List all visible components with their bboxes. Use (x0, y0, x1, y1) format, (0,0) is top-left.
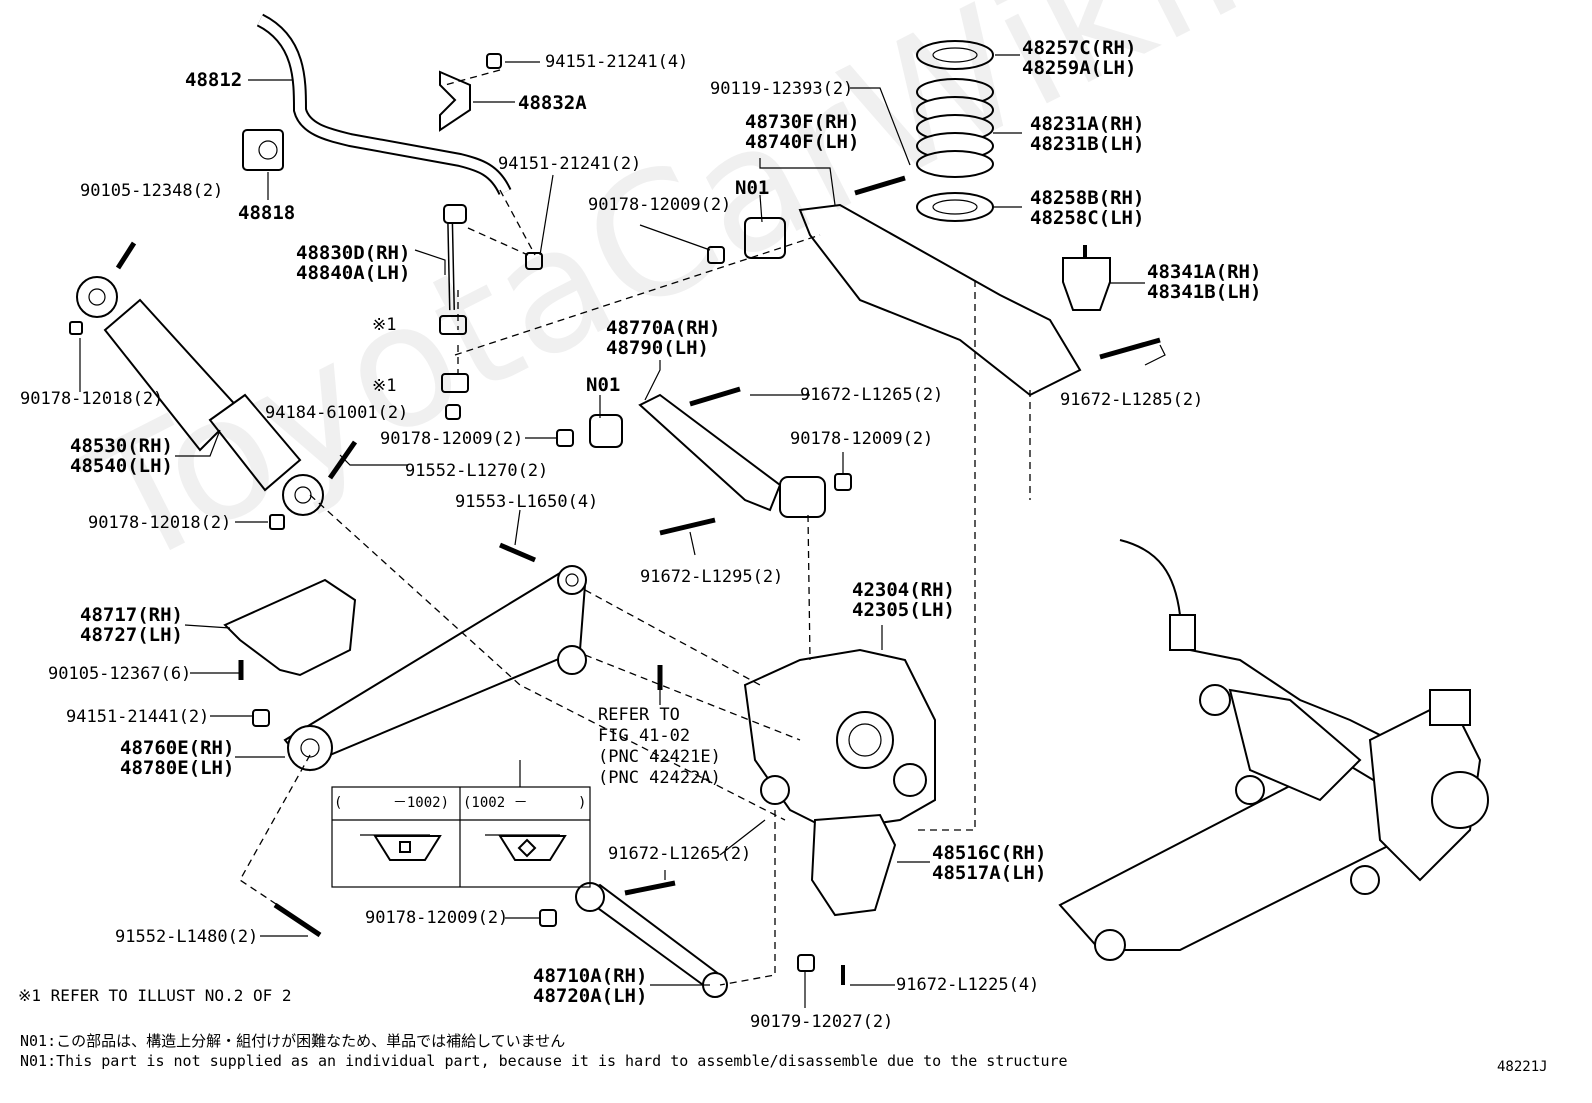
coil-spring (916, 40, 994, 222)
label-91552-L1480[interactable]: 91552-L1480(2) (115, 927, 259, 947)
label-90178-12009-b[interactable]: 90178-12009(2) (588, 195, 732, 215)
label-90178-12018-a[interactable]: 90178-12018(2) (20, 389, 164, 409)
label-48516C[interactable]: 48516C(RH) (932, 842, 1047, 864)
label-90178-12009-d[interactable]: 90178-12009(2) (365, 908, 509, 928)
label-48832A[interactable]: 48832A (518, 92, 587, 114)
label-48730F[interactable]: 48730F(RH) (745, 111, 860, 133)
stabilizer-bushing (242, 129, 284, 171)
label-91672-L1295[interactable]: 91672-L1295(2) (640, 567, 784, 587)
refer-line-3: (PNC 42421E) (598, 747, 721, 767)
label-94184-61001[interactable]: 94184-61001(2) (265, 403, 409, 423)
label-48812[interactable]: 48812 (185, 69, 243, 91)
label-N01-a: N01 (735, 177, 770, 199)
label-91672-L1225[interactable]: 91672-L1225(4) (896, 975, 1040, 995)
label-48818[interactable]: 48818 (238, 202, 296, 224)
stabilizer-bracket (439, 70, 471, 132)
refer-line-2: FIG 41-02 (598, 726, 691, 746)
label-48341B[interactable]: 48341B(LH) (1147, 281, 1262, 303)
label-94151-21241-2[interactable]: 94151-21241(2) (498, 154, 642, 174)
label-90179-12027[interactable]: 90179-12027(2) (750, 1012, 894, 1032)
inset-header-after: (1002 － ) (463, 795, 587, 811)
label-48770A[interactable]: 48770A(RH) (606, 317, 721, 339)
label-48257C[interactable]: 48257C(RH) (1022, 37, 1137, 59)
label-star1-a: ※1 (372, 315, 397, 335)
spring-lower-bracket (810, 813, 897, 917)
label-91672-L1285[interactable]: 91672-L1285(2) (1060, 390, 1204, 410)
label-48780E[interactable]: 48780E(LH) (120, 757, 235, 779)
label-91672-L1265-a[interactable]: 91672-L1265(2) (800, 385, 944, 405)
label-48740F[interactable]: 48740F(LH) (745, 131, 860, 153)
label-90178-12009-a[interactable]: 90178-12009(2) (380, 429, 524, 449)
label-48258C[interactable]: 48258C(LH) (1030, 207, 1145, 229)
label-91672-L1265-b[interactable]: 91672-L1265(2) (608, 844, 752, 864)
label-48710A[interactable]: 48710A(RH) (533, 965, 648, 987)
label-48760E[interactable]: 48760E(RH) (120, 737, 235, 759)
refer-line-1: REFER TO (598, 705, 680, 725)
label-90105-12348[interactable]: 90105-12348(2) (80, 181, 224, 201)
inset-header-before: ( －1002) (334, 795, 450, 811)
label-star1-b: ※1 (372, 376, 397, 396)
label-48530[interactable]: 48530(RH) (70, 435, 173, 457)
label-90178-12018-b[interactable]: 90178-12018(2) (88, 513, 232, 533)
label-48259A[interactable]: 48259A(LH) (1022, 57, 1137, 79)
assembled-view (1058, 539, 1489, 961)
label-90105-12367[interactable]: 90105-12367(6) (48, 664, 192, 684)
shock-absorber (76, 276, 324, 516)
star-note: ※1 REFER TO ILLUST NO.2 OF 2 (18, 986, 292, 1005)
label-48517A[interactable]: 48517A(LH) (932, 862, 1047, 884)
label-48341A[interactable]: 48341A(RH) (1147, 261, 1262, 283)
upper-control-arm (798, 203, 1082, 397)
lower-arm-bracket (223, 578, 357, 677)
bump-stopper (1062, 257, 1111, 311)
label-90119-12393[interactable]: 90119-12393(2) (710, 79, 854, 99)
label-48258B[interactable]: 48258B(RH) (1030, 187, 1145, 209)
label-94151-21441[interactable]: 94151-21441(2) (66, 707, 210, 727)
label-48720A[interactable]: 48720A(LH) (533, 985, 648, 1007)
label-N01-b: N01 (586, 374, 621, 396)
label-48727[interactable]: 48727(LH) (80, 624, 183, 646)
label-90178-12009-c[interactable]: 90178-12009(2) (790, 429, 934, 449)
label-42304[interactable]: 42304(RH) (852, 579, 955, 601)
label-42305[interactable]: 42305(LH) (852, 599, 955, 621)
label-48840A[interactable]: 48840A(LH) (296, 262, 411, 284)
inset-box (331, 760, 591, 888)
label-94151-21241-4[interactable]: 94151-21241(4) (545, 52, 689, 72)
illustration-number: 48221J (1497, 1059, 1548, 1075)
label-91553-L1650[interactable]: 91553-L1650(4) (455, 492, 599, 512)
label-48830D[interactable]: 48830D(RH) (296, 242, 411, 264)
label-48717[interactable]: 48717(RH) (80, 604, 183, 626)
label-48231B[interactable]: 48231B(LH) (1030, 133, 1145, 155)
n01-note-japanese: N01:この部品は、構造上分解・組付けが困難なため、単品では補給していません (20, 1032, 566, 1050)
label-48790[interactable]: 48790(LH) (606, 337, 709, 359)
n01-note-english: N01:This part is not supplied as an indi… (20, 1052, 1068, 1070)
label-91552-L1270[interactable]: 91552-L1270(2) (405, 461, 549, 481)
refer-line-4: (PNC 42422A) (598, 768, 721, 788)
label-48540[interactable]: 48540(LH) (70, 455, 173, 477)
label-48231A[interactable]: 48231A(RH) (1030, 113, 1145, 135)
trailing-link (638, 393, 782, 512)
